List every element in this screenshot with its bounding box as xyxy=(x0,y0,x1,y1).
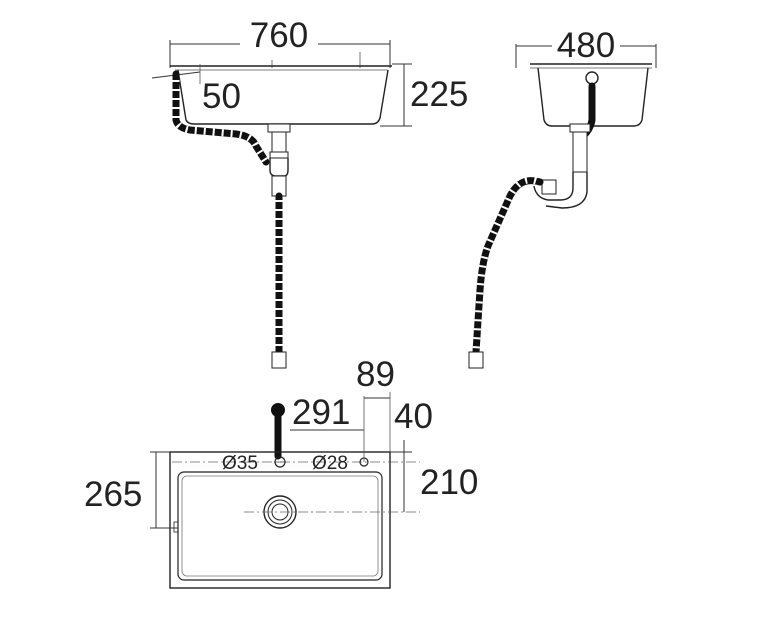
top-view: Ø35 Ø28 291 89 40 210 265 xyxy=(84,355,478,589)
side-trap-outlet xyxy=(541,179,557,195)
side-trap xyxy=(533,172,574,201)
bowl-depth-label: 210 xyxy=(420,463,478,502)
sink-outline xyxy=(169,451,391,589)
tap-head xyxy=(271,403,285,417)
trap xyxy=(269,158,289,177)
side-view: 480 xyxy=(468,26,657,369)
hole-back-label: 40 xyxy=(394,397,433,436)
waste-body xyxy=(271,131,287,153)
waste-nut xyxy=(269,151,289,159)
overall-depth-label: 265 xyxy=(84,475,142,514)
side-waste-body xyxy=(572,131,588,173)
side-width-label: 480 xyxy=(557,26,615,65)
side-trap-outer xyxy=(545,172,588,209)
side-waste-flange xyxy=(569,123,591,133)
overflow-hose-bands xyxy=(172,80,269,164)
front-view: 760 225 50 xyxy=(151,16,468,369)
tap-hole-diameter-label: Ø35 xyxy=(222,453,258,474)
accessory-hole-diameter-label: Ø28 xyxy=(312,453,348,474)
hose-connector xyxy=(271,351,287,369)
side-hose-connector xyxy=(468,351,484,369)
side-drain-hose-bands xyxy=(472,176,538,353)
rim-label: 50 xyxy=(202,77,241,116)
bowl-inner-line xyxy=(181,475,379,577)
tap-edge-label: 89 xyxy=(356,355,395,394)
overflow-outlet xyxy=(585,71,599,85)
waste-flange xyxy=(267,123,291,133)
side-drain-hose xyxy=(472,177,544,356)
front-width-label: 760 xyxy=(250,16,308,55)
front-depth-label: 225 xyxy=(410,75,468,114)
overflow-slot xyxy=(173,521,179,533)
tap-offset-label: 291 xyxy=(292,393,350,432)
